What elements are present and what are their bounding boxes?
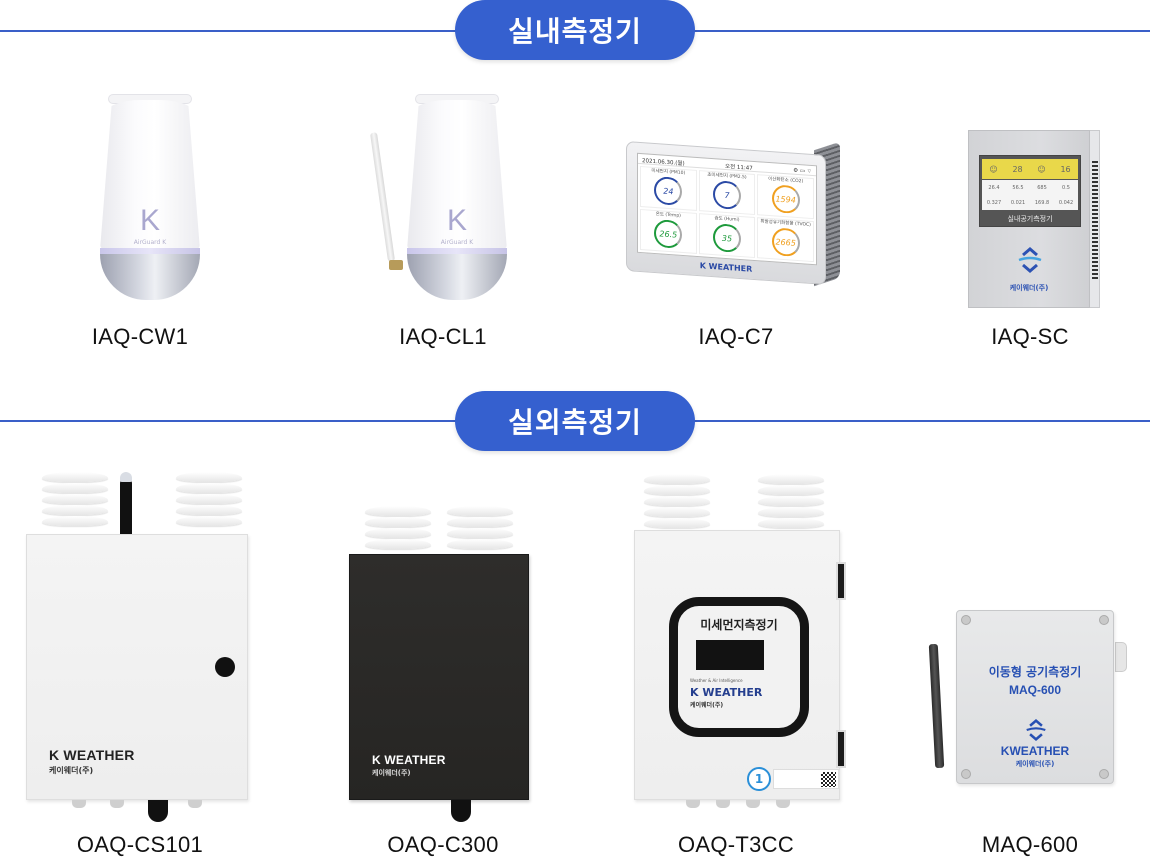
radiation-shield-icon xyxy=(42,472,108,527)
rain-sensor-icon xyxy=(120,472,132,536)
gauge-cell: 습도 (Humi)35 xyxy=(698,213,756,259)
product-iaq-cw1[interactable]: K AirGuard K IAQ-CW1 xyxy=(20,90,260,360)
kweather-emblem-icon xyxy=(1026,719,1046,741)
tablet-display-image: 2021.06.30.(월) 오전 11:47 ⚙ ▭ ⌔ 미세먼지 (PM10… xyxy=(626,141,826,285)
product-iaq-cl1[interactable]: K AirGuard K IAQ-CL1 xyxy=(323,90,563,360)
capsule-sensor-image: K AirGuard K xyxy=(100,94,200,302)
product-label: IAQ-CW1 xyxy=(91,324,189,349)
vent-grille xyxy=(1092,161,1098,281)
product-label: OAQ-T3CC xyxy=(677,832,795,857)
product-iaq-c7[interactable]: 2021.06.30.(월) 오전 11:47 ⚙ ▭ ⌔ 미세먼지 (PM10… xyxy=(616,90,856,360)
portable-sensor-image: 이동형 공기측정기 MAQ-600 KWEATHER 케이웨더(주) xyxy=(956,610,1114,784)
gauge-cell: 휘발성유기화합물 (TVOC)2665 xyxy=(757,217,814,263)
spec-label-sticker xyxy=(773,769,839,789)
radiation-shield-icon xyxy=(758,474,824,529)
kweather-logo: K WEATHER xyxy=(49,747,135,763)
product-label: IAQ-C7 xyxy=(698,324,774,349)
k-logo-icon: K xyxy=(446,204,467,237)
product-label: IAQ-CL1 xyxy=(399,324,487,349)
display-window: 미세먼지측정기 Weather & Air Intelligence K WEA… xyxy=(669,597,809,737)
antenna-icon xyxy=(369,132,396,262)
radiation-shield-icon xyxy=(176,472,242,527)
smiley-icon: ☺ xyxy=(1037,164,1046,174)
product-iaq-sc[interactable]: ☺ 28 ☺ 16 26.4 56.5 685 0.5 0.327 0.021 … xyxy=(910,90,1150,360)
product-label: OAQ-C300 xyxy=(387,832,499,857)
lock-icon xyxy=(215,657,235,677)
product-label: MAQ-600 xyxy=(981,832,1079,857)
certification-badge: 1 xyxy=(747,767,771,791)
product-label: OAQ-CS101 xyxy=(76,832,204,857)
kweather-logo: KWEATHER xyxy=(1000,744,1070,758)
k-logo-icon: K xyxy=(139,204,160,237)
status-icons: ⚙ ▭ ⌔ xyxy=(793,167,812,176)
device-screen: 2021.06.30.(월) 오전 11:47 ⚙ ▭ ⌔ 미세먼지 (PM10… xyxy=(637,152,817,266)
product-label: IAQ-SC xyxy=(991,324,1069,349)
antenna-icon xyxy=(928,643,945,769)
radiation-shield-icon xyxy=(365,506,431,550)
enclosure-image: K WEATHER 케이웨더(주) xyxy=(26,534,248,800)
qr-code-icon xyxy=(821,772,836,787)
section-title-outdoor: 실외측정기 xyxy=(455,391,695,451)
kweather-logo: K WEATHER xyxy=(372,753,446,767)
gauge-cell: 초미세먼지 (PM2.5)7 xyxy=(698,170,756,216)
wall-mounted-sensor-image: ☺ 28 ☺ 16 26.4 56.5 685 0.5 0.327 0.021 … xyxy=(968,130,1090,308)
kweather-logo: K WEATHER xyxy=(690,686,763,699)
product-maq-600[interactable]: 이동형 공기측정기 MAQ-600 KWEATHER 케이웨더(주) MAQ-6… xyxy=(910,466,1150,861)
product-oaq-t3cc[interactable]: 미세먼지측정기 Weather & Air Intelligence K WEA… xyxy=(616,466,856,861)
enclosure-image: 미세먼지측정기 Weather & Air Intelligence K WEA… xyxy=(634,530,840,800)
gauge-cell: 온도 (Temp)26.5 xyxy=(640,208,697,254)
device-screen: ☺ 28 ☺ 16 26.4 56.5 685 0.5 0.327 0.021 … xyxy=(979,155,1081,227)
enclosure-image: K WEATHER 케이웨더(주) xyxy=(349,554,529,800)
gauge-cell: 이산화탄소 (CO2)1594 xyxy=(757,174,814,220)
smiley-icon: ☺ xyxy=(989,164,998,174)
capsule-sensor-image: K AirGuard K xyxy=(407,94,507,302)
radiation-shield-icon xyxy=(447,506,513,550)
gauge-cell: 미세먼지 (PM10)24 xyxy=(640,165,697,211)
product-oaq-cs101[interactable]: K WEATHER 케이웨더(주) OAQ-CS101 xyxy=(20,466,260,861)
radiation-shield-icon xyxy=(644,474,710,529)
section-title-indoor: 실내측정기 xyxy=(455,0,695,60)
product-oaq-c300[interactable]: K WEATHER 케이웨더(주) OAQ-C300 xyxy=(323,466,563,861)
kweather-emblem-icon xyxy=(1018,247,1042,273)
lcd-display xyxy=(696,640,764,670)
